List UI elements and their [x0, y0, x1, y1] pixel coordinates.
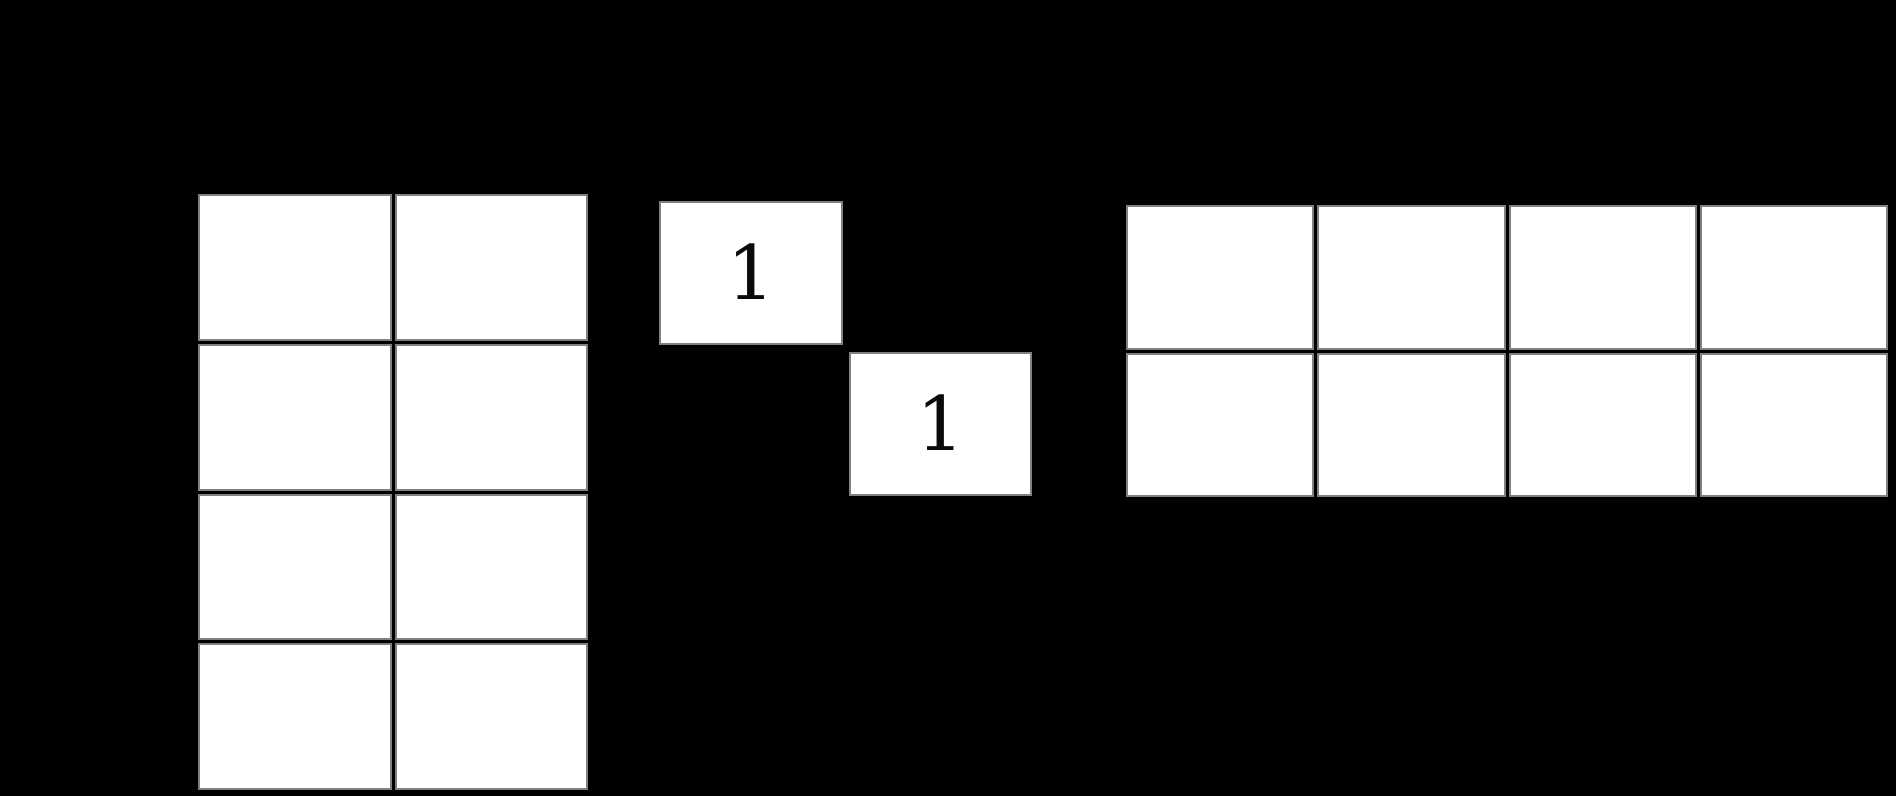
left-matrix-cell	[198, 493, 392, 641]
left-matrix-cell	[394, 493, 588, 641]
right-matrix-cell	[1699, 352, 1888, 497]
right-matrix-cell	[1317, 352, 1506, 497]
right-matrix-cell	[1508, 352, 1697, 497]
left-matrix-cell	[198, 343, 392, 491]
left-matrix-grid	[198, 194, 588, 790]
left-matrix-cell	[394, 194, 588, 341]
right-matrix-cell	[1699, 205, 1888, 350]
right-matrix-cell	[1508, 205, 1697, 350]
right-matrix-cell	[1317, 205, 1506, 350]
identity-matrix-cell: 1	[848, 352, 1032, 496]
left-matrix-cell	[198, 194, 392, 341]
right-matrix-cell	[1126, 205, 1315, 350]
left-matrix-cell	[394, 343, 588, 491]
left-matrix-cell	[394, 643, 588, 790]
right-matrix-cell	[1126, 352, 1315, 497]
left-matrix-cell	[198, 643, 392, 790]
identity-matrix-cell: 1	[659, 201, 843, 345]
right-matrix-grid	[1126, 205, 1888, 497]
